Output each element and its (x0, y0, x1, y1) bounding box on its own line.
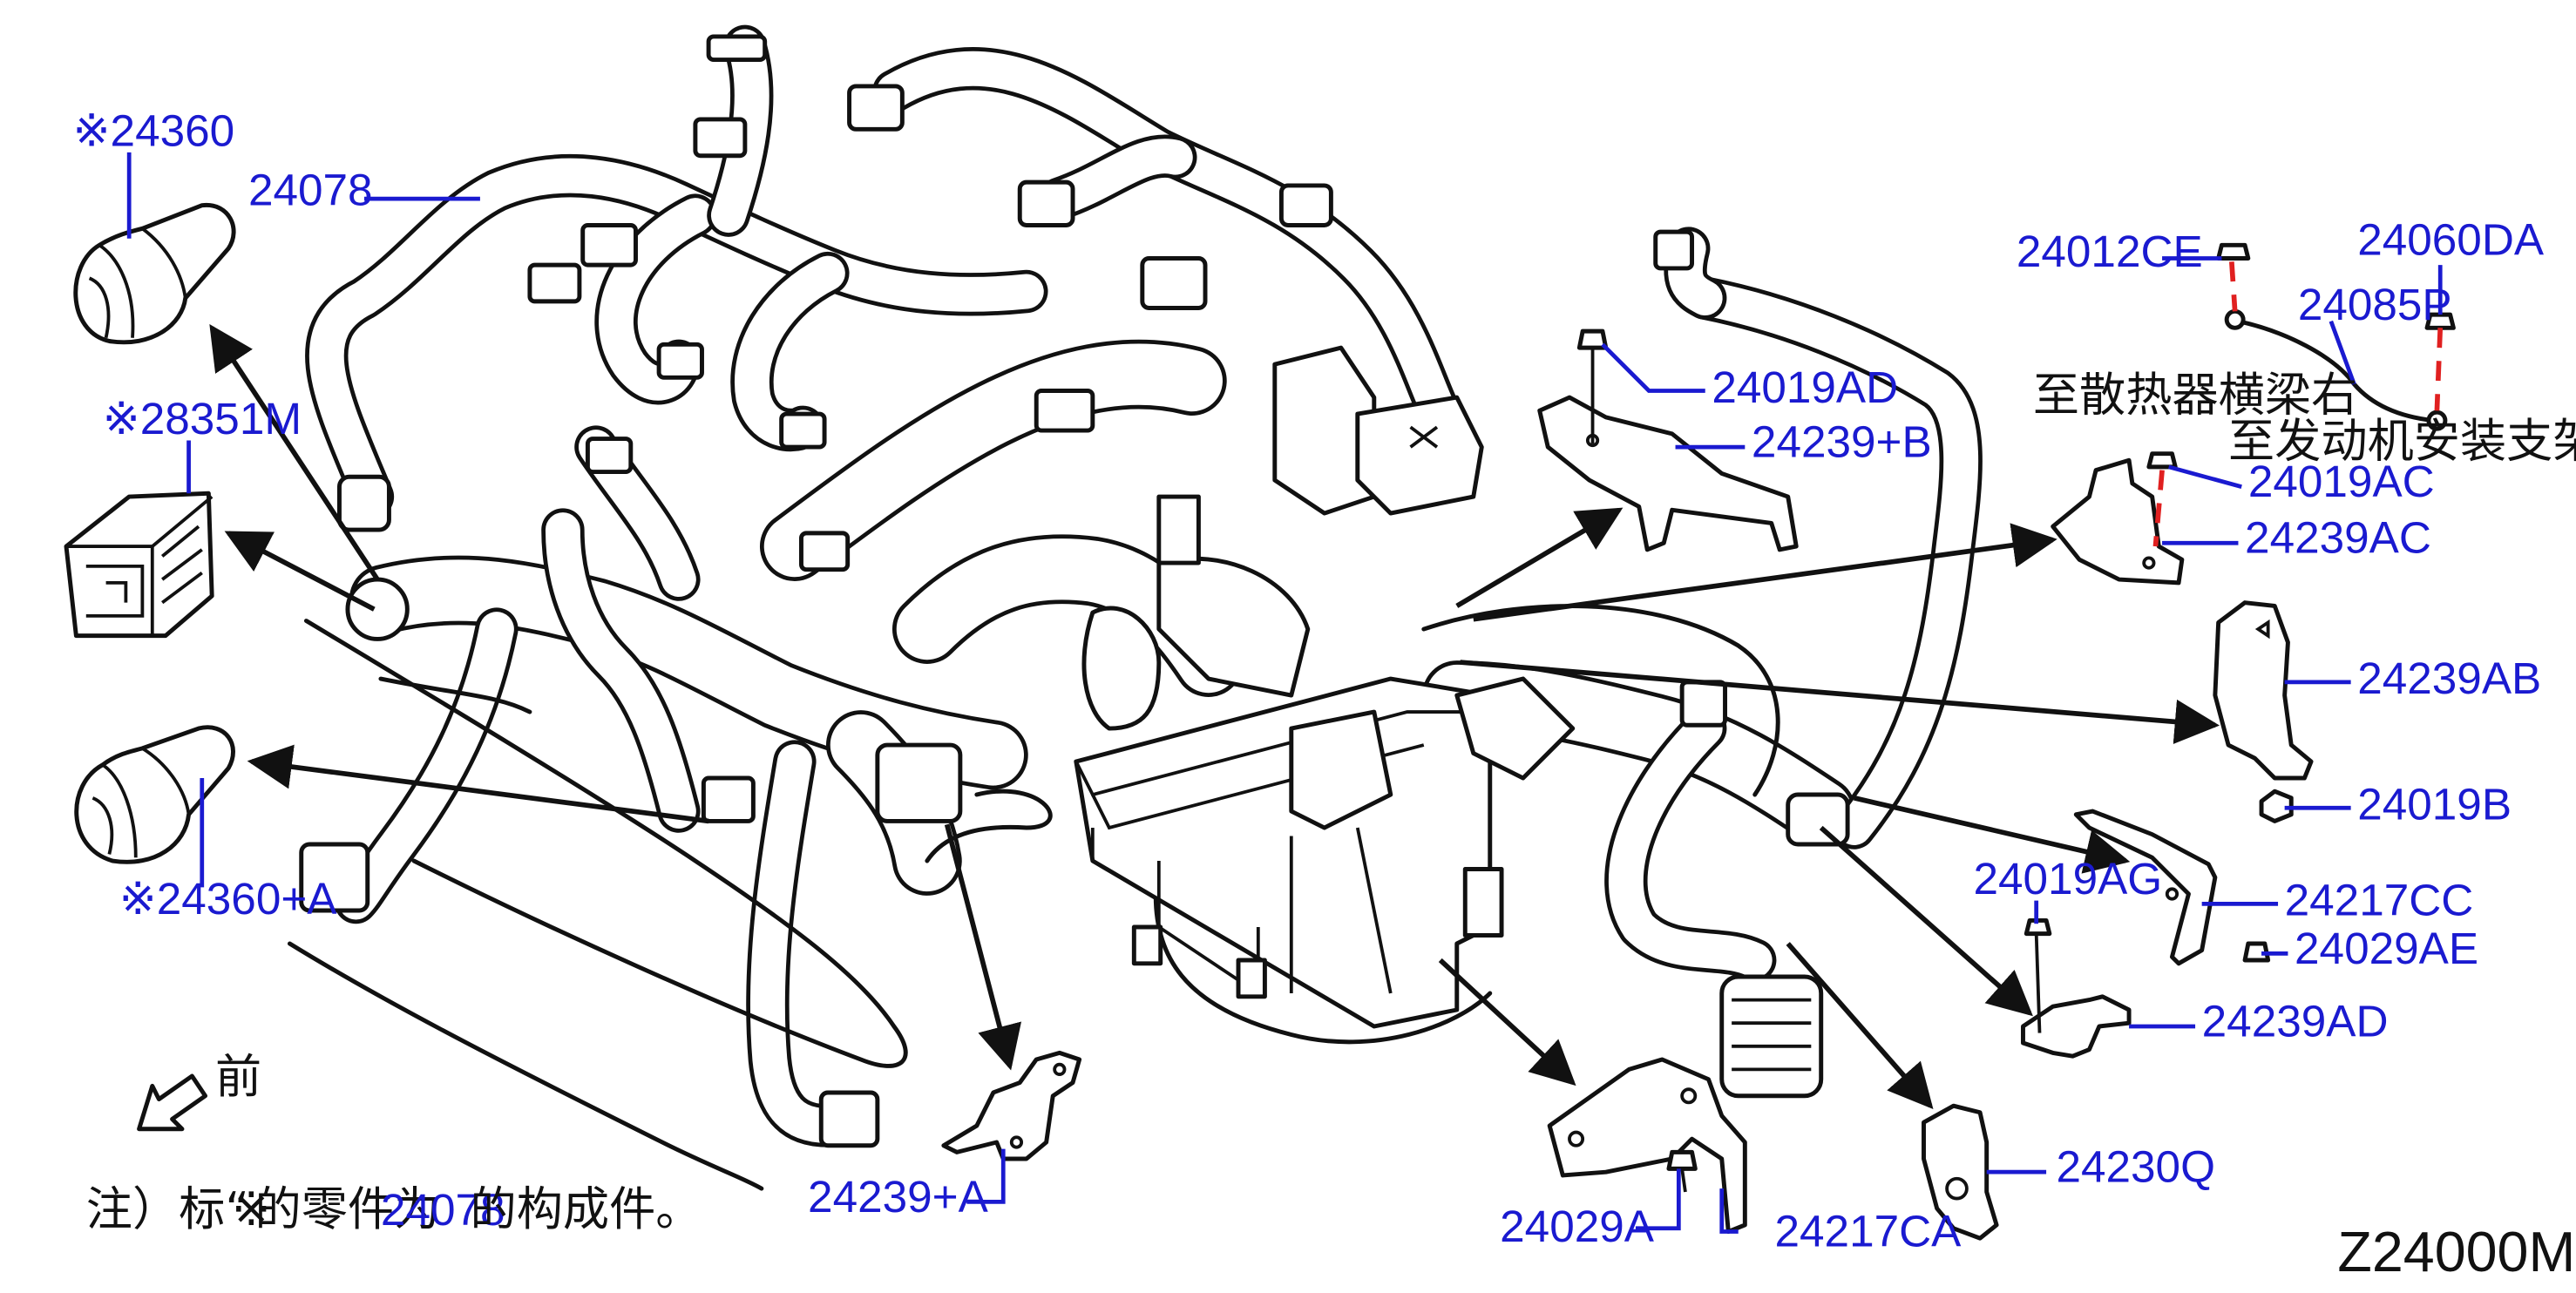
center-module (1074, 345, 1576, 1029)
annotation-engine-mount: 至发动机安装支架右 (2228, 414, 2576, 468)
bracket-24239AD (2021, 994, 2132, 1059)
part-labels: ※24360 24078 ※28351M ※24360+A 24239+A 24… (73, 105, 2545, 1256)
pointer-arrows (209, 324, 2220, 1110)
label-24217CC: 24217CC (2285, 876, 2474, 925)
boot-24360 (73, 203, 236, 345)
label-24239AD: 24239AD (2202, 996, 2389, 1046)
label-24085P: 24085P (2298, 280, 2452, 329)
bracket-24230Q (1922, 1103, 1999, 1241)
svg-text:24078: 24078 (381, 1185, 505, 1235)
label-24029AE: 24029AE (2295, 924, 2478, 973)
fastener-shanks (1590, 348, 2042, 1193)
label-24360: ※24360 (73, 105, 235, 155)
leader-lines (126, 152, 2443, 1234)
label-24239AB: 24239AB (2357, 653, 2541, 703)
label-24060DA: 24060DA (2357, 215, 2545, 265)
svg-text:※: ※ (232, 1182, 271, 1236)
svg-text:的零件为: 的零件为 (255, 1182, 441, 1236)
annotation-radiator: 至散热器横梁右 (2033, 368, 2357, 422)
clip-28351M (64, 491, 214, 639)
label-24029A: 24029A (1500, 1202, 1655, 1251)
label-24012CE: 24012CE (2017, 227, 2203, 276)
svg-text:的构成件。: 的构成件。 (471, 1182, 702, 1236)
label-24217CA: 24217CA (1775, 1207, 1963, 1256)
drawing-code: Z24000M0 (2337, 1221, 2576, 1283)
bracket-24217CC (2073, 809, 2218, 966)
label-24019B: 24019B (2357, 780, 2512, 829)
bolt-icon (1576, 242, 2456, 1171)
svg-text:注）标“: 注）标“ (86, 1182, 249, 1236)
bracket-24239AB (2213, 600, 2314, 781)
label-24360A: ※24360+A (119, 874, 338, 924)
label-24239B: 24239+B (1752, 416, 1932, 466)
label-24078: 24078 (248, 166, 373, 215)
label-24239AC: 24239AC (2245, 513, 2431, 563)
bracket-24217CA (1547, 1057, 1747, 1235)
label-24230Q: 24230Q (2056, 1142, 2215, 1192)
footnote: 注）标“ ※ 的零件为 24078 的构成件。 (86, 1182, 702, 1236)
boot-24360A (74, 725, 235, 864)
label-28351M: ※28351M (103, 394, 302, 443)
harness-24078 (287, 24, 1983, 1191)
nut-icon (2259, 789, 2294, 823)
label-24019AD: 24019AD (1712, 362, 1898, 412)
front-label: 前 (215, 1050, 261, 1104)
label-24239A: 24239+A (808, 1172, 989, 1222)
label-24019AC: 24019AC (2248, 457, 2435, 506)
label-24019AG: 24019AG (1973, 854, 2162, 904)
bracket-24239A (941, 1050, 1082, 1161)
front-arrow-icon (137, 1073, 208, 1132)
